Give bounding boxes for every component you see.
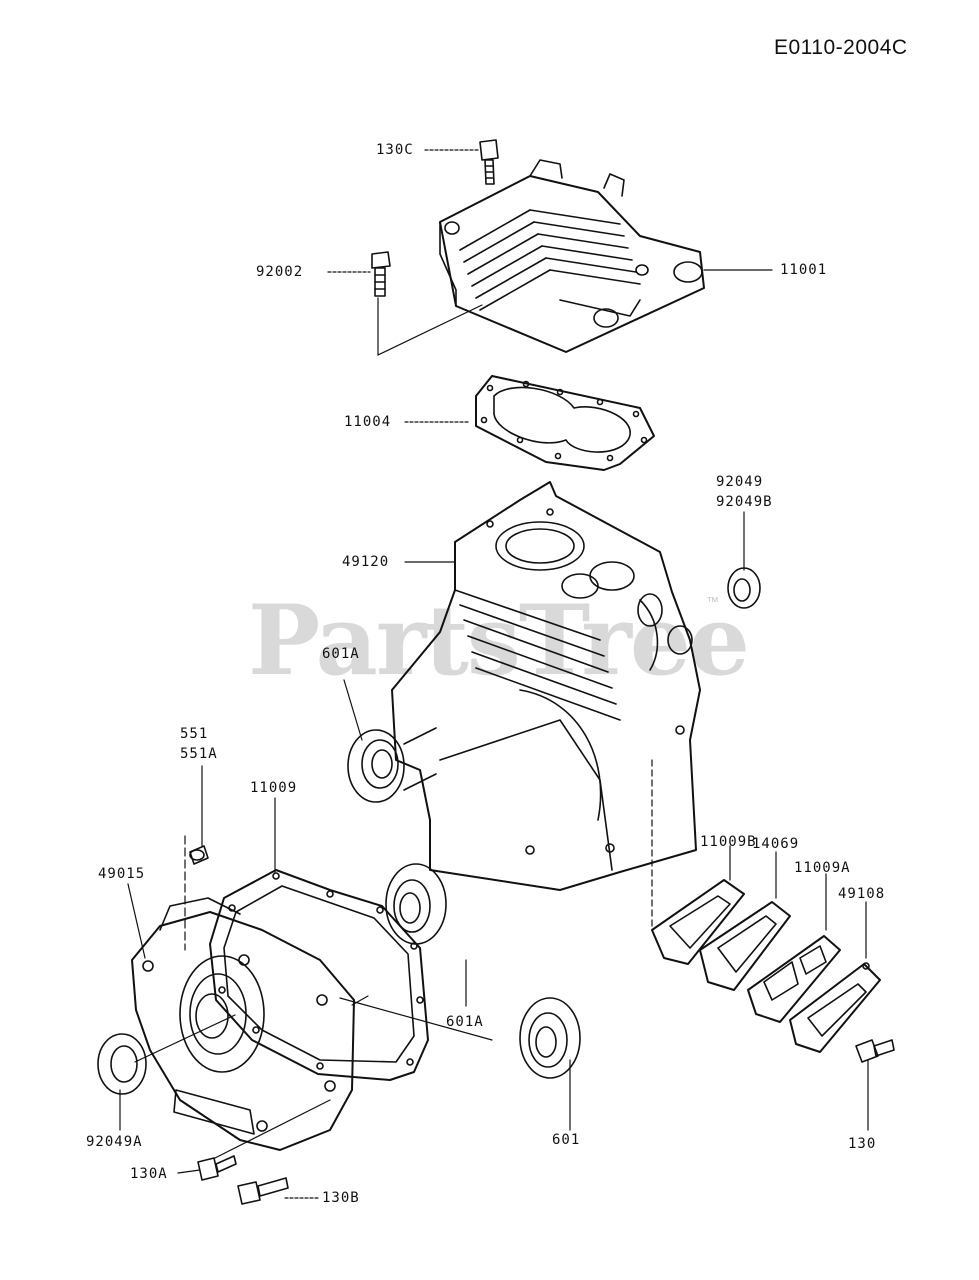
label-92002: 92002 xyxy=(256,264,304,280)
bolt-130b xyxy=(237,1177,289,1205)
watermark: PartsTree xyxy=(248,584,750,697)
label-49108: 49108 xyxy=(838,886,886,902)
oil-seal-92049 xyxy=(727,567,761,609)
watermark-tm: ™ xyxy=(706,594,719,609)
dowel-pin xyxy=(189,845,209,865)
label-551: 551 xyxy=(180,726,209,742)
bearing-601 xyxy=(519,997,581,1079)
crankcase xyxy=(391,481,701,891)
label-49015: 49015 xyxy=(98,866,146,882)
leader-lines xyxy=(119,149,869,1199)
bearing-601a-upper xyxy=(347,727,437,803)
label-11009a: 11009A xyxy=(794,860,851,876)
label-92049b: 92049B xyxy=(716,494,773,510)
bearing-601a-lower xyxy=(385,863,447,945)
crankcase-cover xyxy=(131,897,355,1151)
gasket-11009b xyxy=(651,879,745,965)
label-11009b: 11009B xyxy=(700,834,757,850)
cover-49108 xyxy=(789,962,881,1053)
crankcase-gasket xyxy=(209,869,429,1081)
diagram-code: E0110-2004C xyxy=(774,36,908,59)
label-551a: 551A xyxy=(180,746,218,762)
label-92049: 92049 xyxy=(716,474,764,490)
label-11001: 11001 xyxy=(780,262,828,278)
label-130b: 130B xyxy=(322,1190,360,1206)
label-92049a: 92049A xyxy=(86,1134,143,1150)
label-11004: 11004 xyxy=(344,414,392,430)
cylinder-head xyxy=(439,159,705,353)
label-601: 601 xyxy=(552,1132,581,1148)
label-14069: 14069 xyxy=(752,836,800,852)
bolt-130 xyxy=(855,1039,895,1063)
label-601a-lower: 601A xyxy=(446,1014,484,1030)
label-130: 130 xyxy=(848,1136,877,1152)
head-gasket xyxy=(475,375,655,471)
label-49120: 49120 xyxy=(342,554,390,570)
label-11009: 11009 xyxy=(250,780,298,796)
bolt-92002 xyxy=(371,251,391,297)
label-601a-upper: 601A xyxy=(322,646,360,662)
plate-14069 xyxy=(699,901,791,991)
label-130c: 130C xyxy=(376,142,414,158)
bolt-130c xyxy=(479,139,499,185)
label-130a: 130A xyxy=(130,1166,168,1182)
gasket-11009a xyxy=(747,935,841,1023)
oil-seal-92049a xyxy=(97,1033,147,1095)
bolt-130a xyxy=(197,1155,237,1181)
